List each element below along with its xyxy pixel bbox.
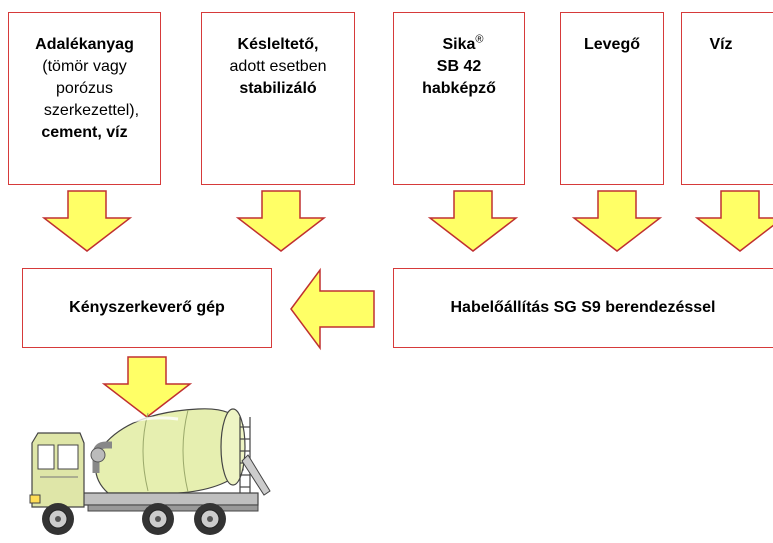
air-label: Levegő xyxy=(583,36,640,53)
foam-generator-box xyxy=(393,268,773,348)
down-arrow-mixer-to-truck xyxy=(101,356,193,418)
down-arrow-aggregate xyxy=(41,190,133,252)
retarder-label-line-3: stabilizáló xyxy=(239,80,317,97)
foaming-agent-brand-name: Sika xyxy=(442,36,476,53)
source-box-water xyxy=(681,12,773,185)
foam-generator-label: Habelőállítás SG S9 berendezéssel xyxy=(450,299,716,316)
retarder-label-line-1: Késleltető, xyxy=(237,36,319,53)
aggregate-label-line-1: Adalékanyag xyxy=(35,36,134,53)
left-arrow-foam-to-mixer xyxy=(290,267,375,351)
source-box-aggregate xyxy=(8,12,161,185)
aggregate-label-line-3: porózus xyxy=(56,80,113,97)
aggregate-label-line-4: szerkezettel), xyxy=(43,102,140,119)
down-arrow-retarder xyxy=(235,190,327,252)
truck-cab xyxy=(29,432,85,508)
source-box-foaming-agent xyxy=(393,12,525,185)
source-box-retarder xyxy=(201,12,355,185)
retarder-label-line-2: adott esetben xyxy=(229,58,327,75)
mixer-drum xyxy=(95,408,246,494)
mixer-box xyxy=(22,268,272,348)
water-label: Víz xyxy=(709,36,733,53)
foaming-agent-label-line-1: SB 42 xyxy=(436,58,482,75)
down-arrow-air xyxy=(571,190,663,252)
source-box-air xyxy=(560,12,664,185)
down-arrow-water xyxy=(694,190,773,252)
down-arrow-foaming-agent xyxy=(427,190,519,252)
aggregate-label-line-2: (tömör vagy xyxy=(42,58,127,75)
mixer-label: Kényszerkeverő gép xyxy=(69,299,225,316)
concrete-mixer-truck-illustration xyxy=(29,408,271,535)
foaming-agent-brand: Sika® xyxy=(393,34,533,56)
foaming-agent-label-line-2: habképző xyxy=(422,80,496,97)
registered-mark: ® xyxy=(475,33,484,46)
truck-wheels xyxy=(42,503,226,535)
aggregate-label-line-5: cement, víz xyxy=(41,124,128,141)
